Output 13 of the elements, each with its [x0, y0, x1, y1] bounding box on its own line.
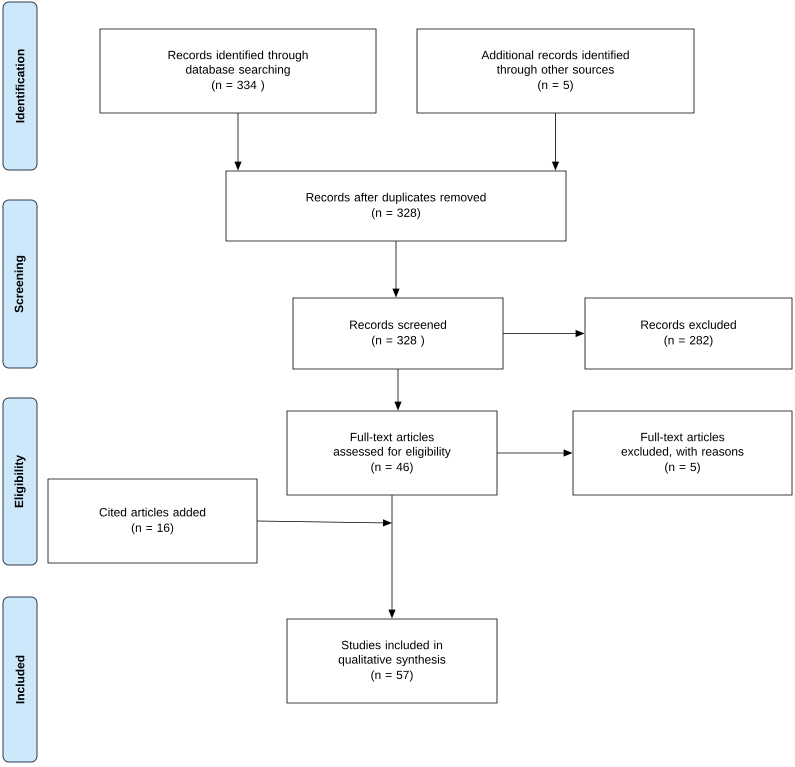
- stage-band: Included: [2, 596, 38, 762]
- process-box: Cited articles added (n = 16): [48, 478, 258, 564]
- process-box: Records after duplicates removed (n = 328): [226, 170, 566, 242]
- stage-band: Eligibility: [2, 398, 38, 566]
- process-box: Records screened (n = 328 ): [292, 298, 504, 370]
- process-box: Full-text articles excluded, with reasons (n = 5): [572, 410, 792, 496]
- stage-band: Identification: [2, 2, 38, 170]
- process-box: Full-text articles assessed for eligibility (n = 46): [286, 410, 498, 496]
- process-box: Additional records identified through other sources (n = 5): [416, 28, 694, 114]
- process-box: Studies included in qualitative synthesis (n = 57): [286, 618, 498, 704]
- process-box: Records excluded (n = 282): [584, 298, 792, 370]
- process-box: Records identified through database searching (n = 334 ): [100, 28, 376, 114]
- stage-band: Screening: [2, 200, 38, 368]
